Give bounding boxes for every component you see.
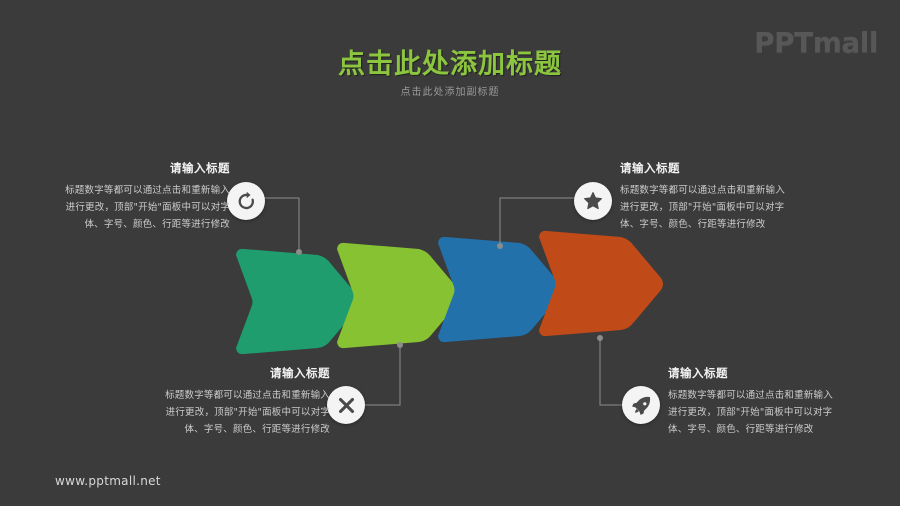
logo-text-lower: mall: [812, 26, 879, 59]
block-heading: 请输入标题: [668, 366, 728, 380]
block-heading: 请输入标题: [270, 366, 330, 380]
text-block-bottom-left: 请输入标题 标题数字等都可以通过点击和重新输入 进行更改，顶部"开始"面板中可以…: [95, 365, 330, 438]
arrow-shape-2[interactable]: [337, 242, 461, 349]
block-body: 标题数字等都可以通过点击和重新输入 进行更改，顶部"开始"面板中可以对字 体、字…: [95, 387, 330, 438]
block-body-line: 体、字号、颜色、行距等进行修改: [84, 219, 230, 230]
icon-button-star[interactable]: [574, 182, 612, 220]
block-body-line: 进行更改，顶部"开始"面板中可以对字: [668, 407, 833, 418]
block-body: 标题数字等都可以通过点击和重新输入 进行更改，顶部"开始"面板中可以对字 体、字…: [620, 182, 855, 233]
block-body: 标题数字等都可以通过点击和重新输入 进行更改，顶部"开始"面板中可以对字 体、字…: [668, 387, 900, 438]
connector-top-right: [499, 197, 593, 246]
text-block-bottom-right: 请输入标题 标题数字等都可以通过点击和重新输入 进行更改，顶部"开始"面板中可以…: [668, 365, 900, 438]
block-body-line: 进行更改，顶部"开始"面板中可以对字: [65, 202, 230, 213]
block-body-line: 标题数字等都可以通过点击和重新输入: [620, 185, 785, 196]
block-body-line: 体、字号、颜色、行距等进行修改: [184, 424, 330, 435]
logo-text-upper: PPT: [754, 26, 813, 59]
connector-pins: [296, 243, 603, 348]
block-body: 标题数字等都可以通过点击和重新输入 进行更改，顶部"开始"面板中可以对字 体、字…: [0, 182, 230, 233]
arrow-shape-4[interactable]: [539, 230, 663, 337]
block-heading: 请输入标题: [620, 161, 680, 175]
icon-button-close[interactable]: [327, 386, 365, 424]
arrow-shape-1[interactable]: [236, 248, 360, 355]
rocket-icon: [631, 396, 650, 415]
block-body-line: 进行更改，顶部"开始"面板中可以对字: [620, 202, 785, 213]
star-icon: [584, 192, 602, 210]
block-body-line: 体、字号、颜色、行距等进行修改: [620, 219, 766, 230]
refresh-icon: [238, 191, 254, 209]
block-body-line: 标题数字等都可以通过点击和重新输入: [165, 390, 330, 401]
block-body-line: 进行更改，顶部"开始"面板中可以对字: [165, 407, 330, 418]
block-body-line: 体、字号、颜色、行距等进行修改: [668, 424, 814, 435]
text-block-top-right: 请输入标题 标题数字等都可以通过点击和重新输入 进行更改，顶部"开始"面板中可以…: [620, 160, 855, 233]
close-icon: [338, 397, 354, 413]
page-title: 点击此处添加标题: [338, 49, 562, 80]
page-subtitle: 点击此处添加副标题: [400, 87, 500, 98]
arrow-shape-3[interactable]: [438, 236, 562, 343]
icon-button-rocket[interactable]: [622, 386, 660, 424]
block-body-line: 标题数字等都可以通过点击和重新输入: [65, 185, 230, 196]
block-body-line: 标题数字等都可以通过点击和重新输入: [668, 390, 833, 401]
footer-url[interactable]: www.pptmall.net: [55, 474, 161, 488]
pptmall-logo: PPTmall: [754, 26, 878, 59]
icon-button-refresh[interactable]: [227, 182, 265, 220]
block-heading: 请输入标题: [170, 161, 230, 175]
text-block-top-left: 请输入标题 标题数字等都可以通过点击和重新输入 进行更改，顶部"开始"面板中可以…: [0, 160, 230, 233]
